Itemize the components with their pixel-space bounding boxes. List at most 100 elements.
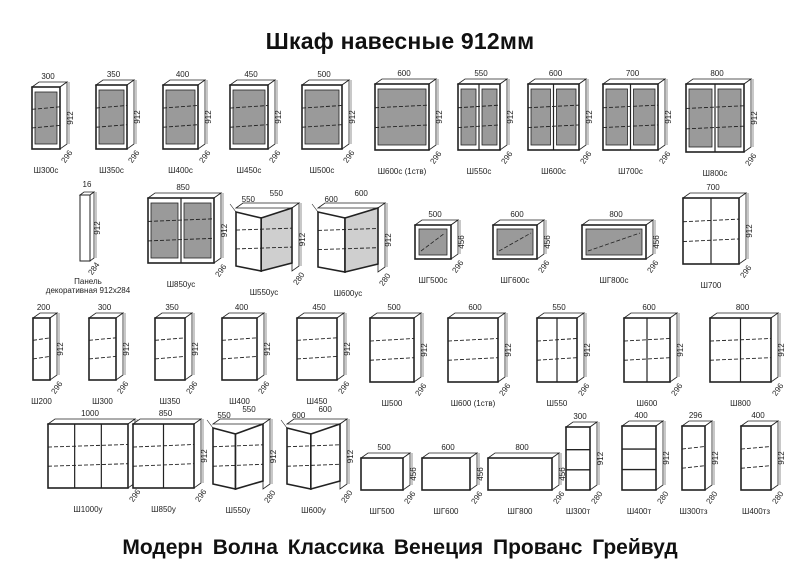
depth-label: 296: [499, 149, 514, 166]
cabinet-front-right: [310, 422, 341, 491]
glass-panel: [460, 88, 477, 146]
shelf-line: [681, 465, 706, 469]
width-label: 300: [573, 412, 587, 421]
shelf-line: [602, 124, 659, 129]
cabinet-code: Ш500с: [310, 166, 335, 175]
cabinet-front: [681, 425, 706, 491]
shelf-line: [88, 337, 117, 341]
width-label: 850: [176, 183, 190, 192]
shelf-line: [296, 355, 338, 360]
height-label: 912: [662, 451, 671, 465]
cabinet-code: Ш450: [307, 397, 328, 406]
width-label: 550: [474, 69, 488, 78]
cabinet-code: Ш850у: [151, 505, 176, 514]
width-label: 450: [244, 70, 258, 79]
width-label: 550: [270, 189, 284, 198]
width-label: 300: [98, 303, 112, 312]
width-label: 800: [609, 210, 623, 219]
cabinet-front-left: [286, 426, 312, 490]
cabinet-front-left: [235, 210, 263, 272]
height-label: 912: [343, 342, 352, 356]
height-label: 912: [583, 343, 592, 357]
width-label: 500: [317, 70, 331, 79]
shelf-line: [147, 218, 215, 222]
shelf-line: [457, 124, 501, 129]
glass-panel: [530, 88, 551, 146]
shelf-line: [31, 124, 61, 129]
cabinet-code: ШГ600: [433, 507, 459, 516]
cabinet-code: Ш600: [637, 399, 658, 408]
height-label: 912: [220, 223, 229, 237]
shelf-line: [374, 104, 430, 109]
shelf-line: [527, 124, 580, 129]
cabinet-code: декоративная 912х284: [46, 286, 131, 295]
shelf-line: [623, 357, 671, 361]
cabinet-front: [296, 317, 338, 381]
height-label: 912: [750, 111, 759, 125]
width-label: 200: [37, 303, 51, 312]
depth-label: 296: [576, 381, 591, 398]
cabinet-code: Ш350с: [99, 166, 124, 175]
cabinet-front-right: [234, 422, 264, 491]
cabinet-code: Ш300т: [566, 507, 591, 516]
shelf-line: [602, 104, 659, 109]
glass-panel: [377, 88, 427, 146]
height-label: 912: [664, 110, 673, 124]
cabinet-code: Ш400: [229, 397, 250, 406]
shelf-line: [235, 246, 293, 250]
shelf-line: [369, 357, 415, 361]
width-label: 600: [468, 303, 482, 312]
height-label: 456: [476, 467, 485, 481]
depth-label: 296: [469, 489, 484, 506]
cabinet-code: Ш550: [547, 399, 568, 408]
cabinet-code: ШГ500: [369, 507, 395, 516]
cabinet-code: ШГ500с: [418, 276, 447, 285]
width-label: 800: [736, 303, 750, 312]
shelf-line: [286, 463, 341, 467]
depth-label: 296: [126, 148, 141, 165]
cabinet-code: Ш550с: [467, 167, 492, 176]
dimension-line: [311, 203, 319, 213]
shelf-line: [95, 105, 128, 109]
width-label: 400: [176, 70, 190, 79]
width-label: 16: [83, 180, 92, 189]
shelf-line: [229, 105, 269, 109]
depth-label: 296: [213, 262, 228, 279]
width-label: 850: [159, 409, 173, 418]
height-label: 912: [204, 110, 213, 124]
height-label: 912: [66, 111, 75, 125]
shelf-line: [740, 465, 772, 469]
cabinet-front: [221, 317, 258, 381]
shelf-line: [301, 124, 343, 128]
depth-label: 296: [197, 148, 212, 165]
depth-label: 280: [291, 270, 306, 287]
width-label: 400: [751, 411, 765, 420]
width-label: 800: [710, 69, 724, 78]
width-label: 700: [706, 183, 720, 192]
height-label: 912: [596, 451, 605, 465]
depth-label: 280: [589, 489, 604, 506]
cabinet-front: [565, 426, 591, 491]
height-label: 912: [585, 110, 594, 124]
depth-label: 296: [578, 149, 593, 166]
depth-label: 280: [770, 489, 785, 506]
depth-label: 296: [743, 151, 758, 168]
